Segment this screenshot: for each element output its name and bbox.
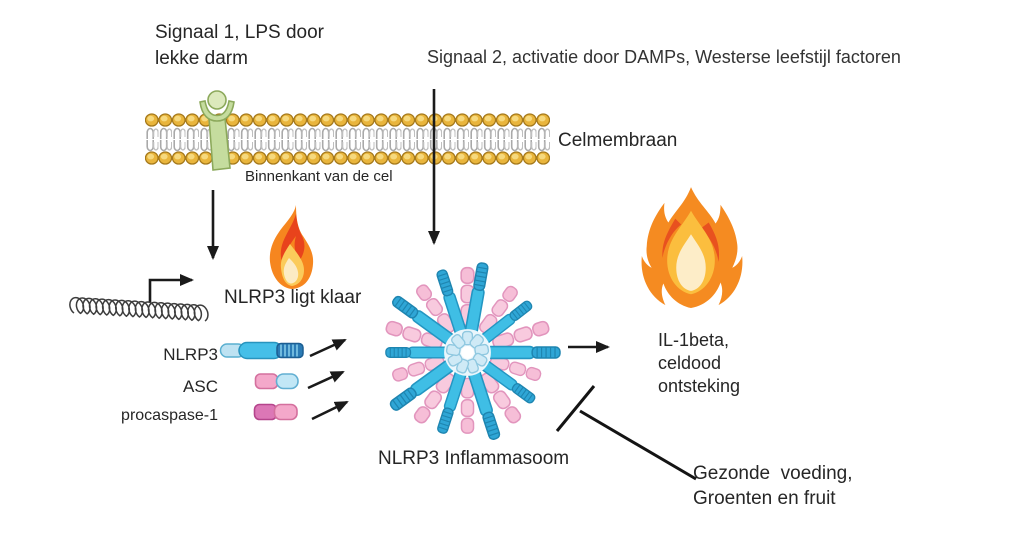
healthy-food-label: Gezonde voeding, Groenten en fruit [693,463,853,509]
component-label-asc: ASC [183,377,218,396]
component-label-nlrp3: NLRP3 [163,345,218,364]
inflammasome-label: NLRP3 Inflammasoom [378,448,570,469]
component-label-procaspase1: procaspase-1 [121,407,218,424]
cell-membrane-label: Celmembraan [558,130,678,151]
flame-icon-small [269,205,314,289]
flame-icon-large [641,187,743,309]
inflammasome-illustration [384,261,561,442]
dna-coil-icon [69,296,209,322]
lps-receptor-icon [199,90,235,171]
assembly-arrow-nlrp3 [309,338,347,358]
outcome-label: IL-1beta, celdood ontsteking [658,330,741,396]
inside-cell-label: Binnenkant van de cel [245,168,393,185]
assembly-arrow-asc [307,370,345,390]
nlrp3-protein-icon [219,341,304,360]
assembly-arrow-procaspase1 [311,400,349,421]
asc-protein-icon [254,373,299,390]
inhibition-line [555,385,697,481]
signal2-label: Signaal 2, activatie door DAMPs, Westers… [427,47,901,67]
transcription-arrow [148,274,194,302]
signal1-label: Signaal 1, LPS door lekke darm [155,22,325,69]
procaspase1-protein-icon [253,403,298,421]
nlrp3-ready-label: NLRP3 ligt klaar [224,287,362,308]
